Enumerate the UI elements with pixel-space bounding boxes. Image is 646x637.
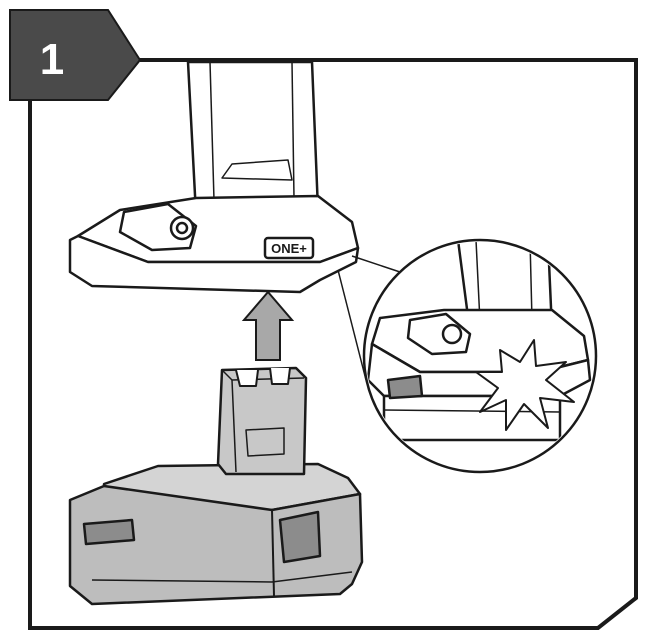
click-burst-icon — [475, 339, 575, 431]
battery-pack — [68, 366, 364, 606]
magnifier-circle — [337, 238, 598, 474]
frame-border — [28, 58, 638, 630]
step-badge: 1 — [9, 9, 142, 101]
up-arrow-icon — [241, 290, 295, 361]
step-number: 1 — [40, 35, 64, 84]
tool-body: ONE+ — [68, 60, 360, 294]
model-badge: ONE+ — [271, 241, 307, 256]
